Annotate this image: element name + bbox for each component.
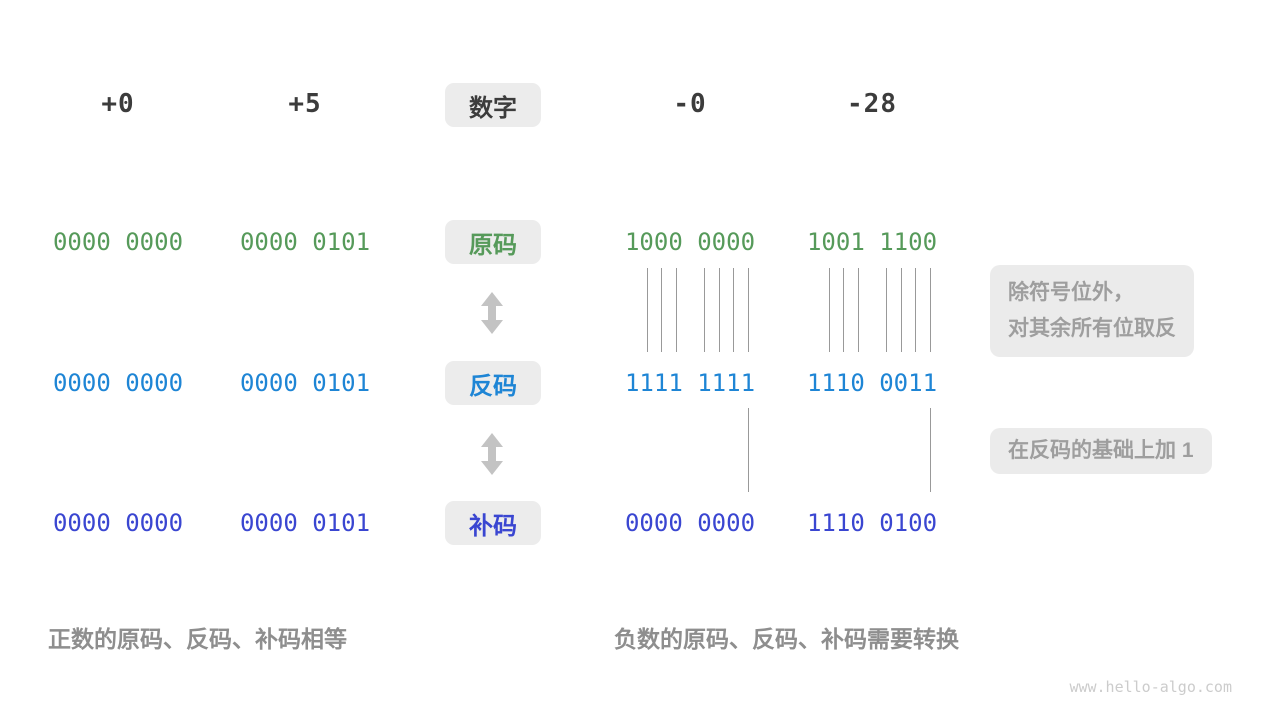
add-one-note-line1: 在反码的基础上加 1 (1008, 439, 1194, 462)
bit-transform-line (675, 268, 677, 352)
header-value-minus-zero: -0 (673, 89, 707, 119)
bit-transform-line (646, 268, 648, 352)
ones-complement-minus-zero: 1111 1111 (624, 369, 756, 397)
bit-transform-line (915, 268, 917, 352)
bit-transform-line (886, 268, 888, 352)
positive-numbers-caption: 正数的原码、反码、补码相等 (48, 626, 347, 652)
ones-complement-badge: 反码 (445, 361, 541, 405)
up-down-arrow-icon (480, 292, 504, 334)
twos-complement-badge: 补码 (445, 501, 541, 545)
sign-magnitude-minus-28: 1001 1100 (806, 228, 938, 256)
twos-complement-plus-five: 0000 0101 (239, 509, 371, 537)
bit-transform-line (704, 268, 706, 352)
bit-transform-line (661, 268, 663, 352)
bit-transform-line (718, 268, 720, 352)
twos-complement-minus-28: 1110 0100 (806, 509, 938, 537)
bit-transform-line (843, 268, 845, 352)
bit-transform-line (828, 268, 830, 352)
header-value-plus-zero: +0 (101, 89, 135, 119)
ones-complement-plus-zero: 0000 0000 (52, 369, 184, 397)
number-badge: 数字 (445, 83, 541, 127)
bit-transform-line (929, 408, 931, 492)
bit-transform-line (929, 268, 931, 352)
negative-numbers-caption: 负数的原码、反码、补码需要转换 (614, 626, 959, 652)
twos-complement-plus-zero: 0000 0000 (52, 509, 184, 537)
sign-magnitude-plus-five: 0000 0101 (239, 228, 371, 256)
bit-transform-line (747, 268, 749, 352)
watermark: www.hello-algo.com (1069, 678, 1232, 696)
invert-bits-note: 除符号位外， 对其余所有位取反 (990, 265, 1194, 357)
sign-magnitude-minus-zero: 1000 0000 (624, 228, 756, 256)
bit-transform-line (733, 268, 735, 352)
bit-transform-line (900, 268, 902, 352)
bit-transform-line (747, 408, 749, 492)
ones-complement-minus-28: 1110 0011 (806, 369, 938, 397)
header-value-plus-five: +5 (288, 89, 322, 119)
sign-magnitude-plus-zero: 0000 0000 (52, 228, 184, 256)
sign-magnitude-badge: 原码 (445, 220, 541, 264)
invert-bits-note-line2: 对其余所有位取反 (1008, 317, 1176, 340)
add-one-note: 在反码的基础上加 1 (990, 428, 1212, 474)
bit-transform-line (857, 268, 859, 352)
up-down-arrow-icon (480, 433, 504, 475)
twos-complement-minus-zero: 0000 0000 (624, 509, 756, 537)
invert-bits-note-line1: 除符号位外， (1008, 281, 1134, 304)
ones-complement-plus-five: 0000 0101 (239, 369, 371, 397)
header-value-minus-28: -28 (847, 89, 897, 119)
